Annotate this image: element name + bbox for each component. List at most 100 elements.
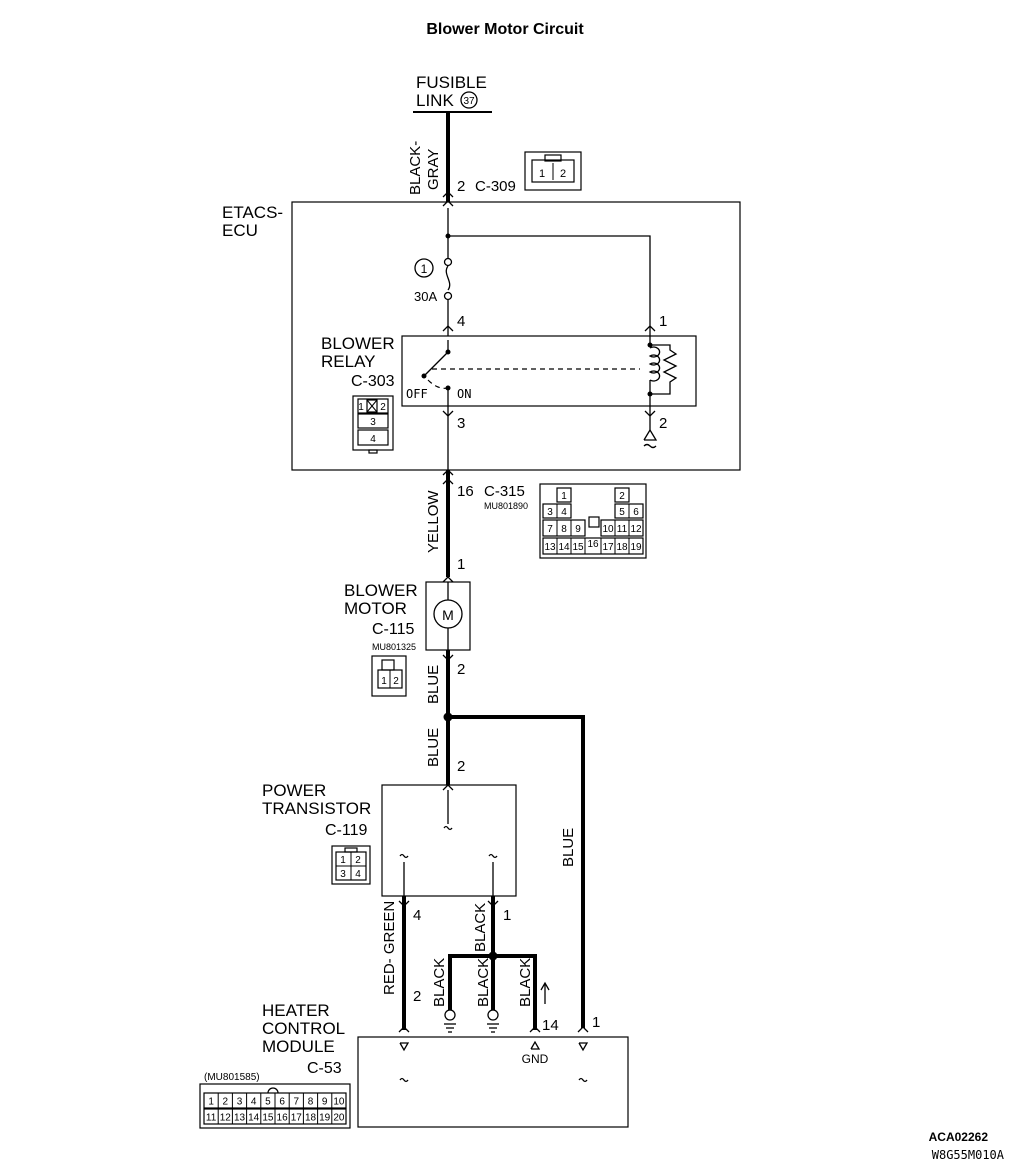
svg-text:3: 3 — [370, 417, 376, 428]
relay-coil-feed — [448, 235, 651, 336]
motor-icon-letter: M — [442, 607, 454, 623]
wire-blue-hcm — [448, 715, 585, 1028]
connector-label-c309: C-309 — [475, 178, 516, 195]
pin-marker-relay-2 — [644, 410, 656, 417]
diagram-ref-code: W8G55M010A — [932, 1148, 1005, 1162]
svg-text:17: 17 — [602, 542, 614, 553]
heater-module-label-2: CONTROL — [262, 1019, 345, 1038]
connector-icon-c309: 1 2 — [524, 151, 582, 191]
current-arrow-icon — [540, 981, 550, 1004]
svg-text:3: 3 — [547, 507, 553, 518]
pt-break-2 — [443, 825, 453, 831]
pin-number-c309: 2 — [457, 178, 465, 195]
fusible-link-label: FUSIBLE — [416, 73, 487, 92]
pin-marker-hcm-2 — [398, 1026, 410, 1033]
wire-label-black-b: BLACK — [431, 958, 448, 1007]
pin-hcm-14: 14 — [542, 1017, 559, 1034]
c53-pin-label: 17 — [291, 1113, 303, 1124]
wire-label-black-gray-2: GRAY — [425, 149, 442, 190]
etacs-ecu-box — [291, 201, 741, 471]
pin-marker-c309-b — [442, 200, 454, 207]
svg-text:2: 2 — [619, 491, 625, 502]
svg-text:2: 2 — [560, 168, 566, 180]
pin-relay-4: 4 — [457, 313, 465, 330]
heater-module-connector: C-53 — [307, 1060, 342, 1077]
svg-text:6: 6 — [633, 507, 639, 518]
pt-break-1 — [488, 853, 498, 859]
wire-label-yellow: YELLOW — [425, 490, 442, 553]
svg-text:11: 11 — [617, 524, 628, 535]
svg-text:18: 18 — [616, 542, 628, 553]
relay-switch — [421, 340, 451, 402]
svg-text:14: 14 — [558, 542, 570, 553]
svg-text:1: 1 — [561, 491, 567, 502]
c53-pin-label: 3 — [237, 1097, 243, 1108]
pin-marker-motor-1 — [442, 576, 454, 583]
svg-text:8: 8 — [561, 524, 567, 535]
blower-relay-box — [401, 335, 697, 407]
fusible-link-label-2: LINK — [416, 91, 454, 110]
relay-ground-icon — [643, 428, 658, 449]
pin-relay-2: 2 — [659, 415, 667, 432]
svg-text:5: 5 — [619, 507, 625, 518]
connector-icon-c303: 1 2 3 4 — [352, 395, 394, 454]
wire-label-blue-b: BLUE — [425, 728, 442, 767]
power-transistor-connector: C-119 — [325, 822, 367, 839]
wire-label-blue-a: BLUE — [425, 665, 442, 704]
svg-text:4: 4 — [355, 869, 361, 880]
svg-text:15: 15 — [572, 542, 584, 553]
blower-relay-label: BLOWER — [321, 334, 395, 353]
heater-module-label: HEATER — [262, 1001, 330, 1020]
svg-text:4: 4 — [370, 434, 376, 445]
c53-pin-label: 18 — [305, 1113, 317, 1124]
svg-text:1: 1 — [381, 676, 387, 687]
svg-text:2: 2 — [355, 855, 361, 866]
c53-pin-label: 7 — [294, 1097, 300, 1108]
c53-pin-label: 13 — [234, 1113, 246, 1124]
c53-pin-label: 5 — [265, 1097, 271, 1108]
power-transistor-label-2: TRANSISTOR — [262, 799, 371, 818]
c53-pin-label: 12 — [220, 1113, 232, 1124]
pin-marker-relay-1 — [644, 325, 656, 332]
c53-pin-label: 20 — [333, 1113, 345, 1124]
hcm-gnd-label: GND — [522, 1052, 549, 1066]
fusible-link-number-circle — [460, 91, 478, 109]
wire-label-black-c: BLACK — [475, 958, 492, 1007]
etacs-ecu-label: ETACS- — [222, 203, 283, 222]
pin-c315: 16 — [457, 483, 474, 500]
fuse-symbol — [443, 257, 453, 301]
blower-motor-connector: C-115 — [372, 621, 414, 638]
blower-motor-part: MU801325 — [372, 642, 416, 652]
blower-motor-label-2: MOTOR — [344, 599, 407, 618]
power-transistor-box — [381, 784, 517, 897]
connector-icon-c115: 1 2 — [371, 655, 407, 697]
pin-pt-4: 4 — [413, 907, 421, 924]
c53-pin-label: 8 — [308, 1097, 314, 1108]
connector-icon-c315: 1 2 3 4 5 6 7 8 9 10 11 12 13 14 15 16 1… — [539, 483, 647, 559]
svg-text:10: 10 — [602, 524, 614, 535]
hcm-input-icon-2 — [399, 1042, 410, 1083]
c53-pin-label: 16 — [277, 1113, 289, 1124]
heater-module-label-3: MODULE — [262, 1037, 335, 1056]
c53-pin-label: 9 — [322, 1097, 328, 1108]
svg-text:19: 19 — [630, 542, 642, 553]
heater-control-module-box — [357, 1036, 629, 1128]
pt-break-4 — [399, 853, 409, 859]
relay-off-label: OFF — [406, 387, 428, 401]
connector-icon-c119: 1 2 3 4 — [331, 845, 371, 885]
svg-text:4: 4 — [561, 507, 567, 518]
wire-label-blue-c: BLUE — [560, 828, 577, 867]
wire-label-black-gray: BLACK- — [407, 141, 424, 195]
pin-pt-1: 1 — [503, 907, 511, 924]
svg-text:1: 1 — [539, 168, 545, 180]
ground-icon-center — [487, 1009, 499, 1033]
connector-label-c315: C-315 — [484, 483, 525, 500]
svg-text:2: 2 — [380, 402, 386, 413]
part-number-c315: MU801890 — [484, 501, 528, 511]
pin-marker-relay-4 — [442, 325, 454, 332]
svg-text:12: 12 — [630, 524, 642, 535]
pin-motor-2: 2 — [457, 661, 465, 678]
svg-text:1: 1 — [340, 855, 346, 866]
